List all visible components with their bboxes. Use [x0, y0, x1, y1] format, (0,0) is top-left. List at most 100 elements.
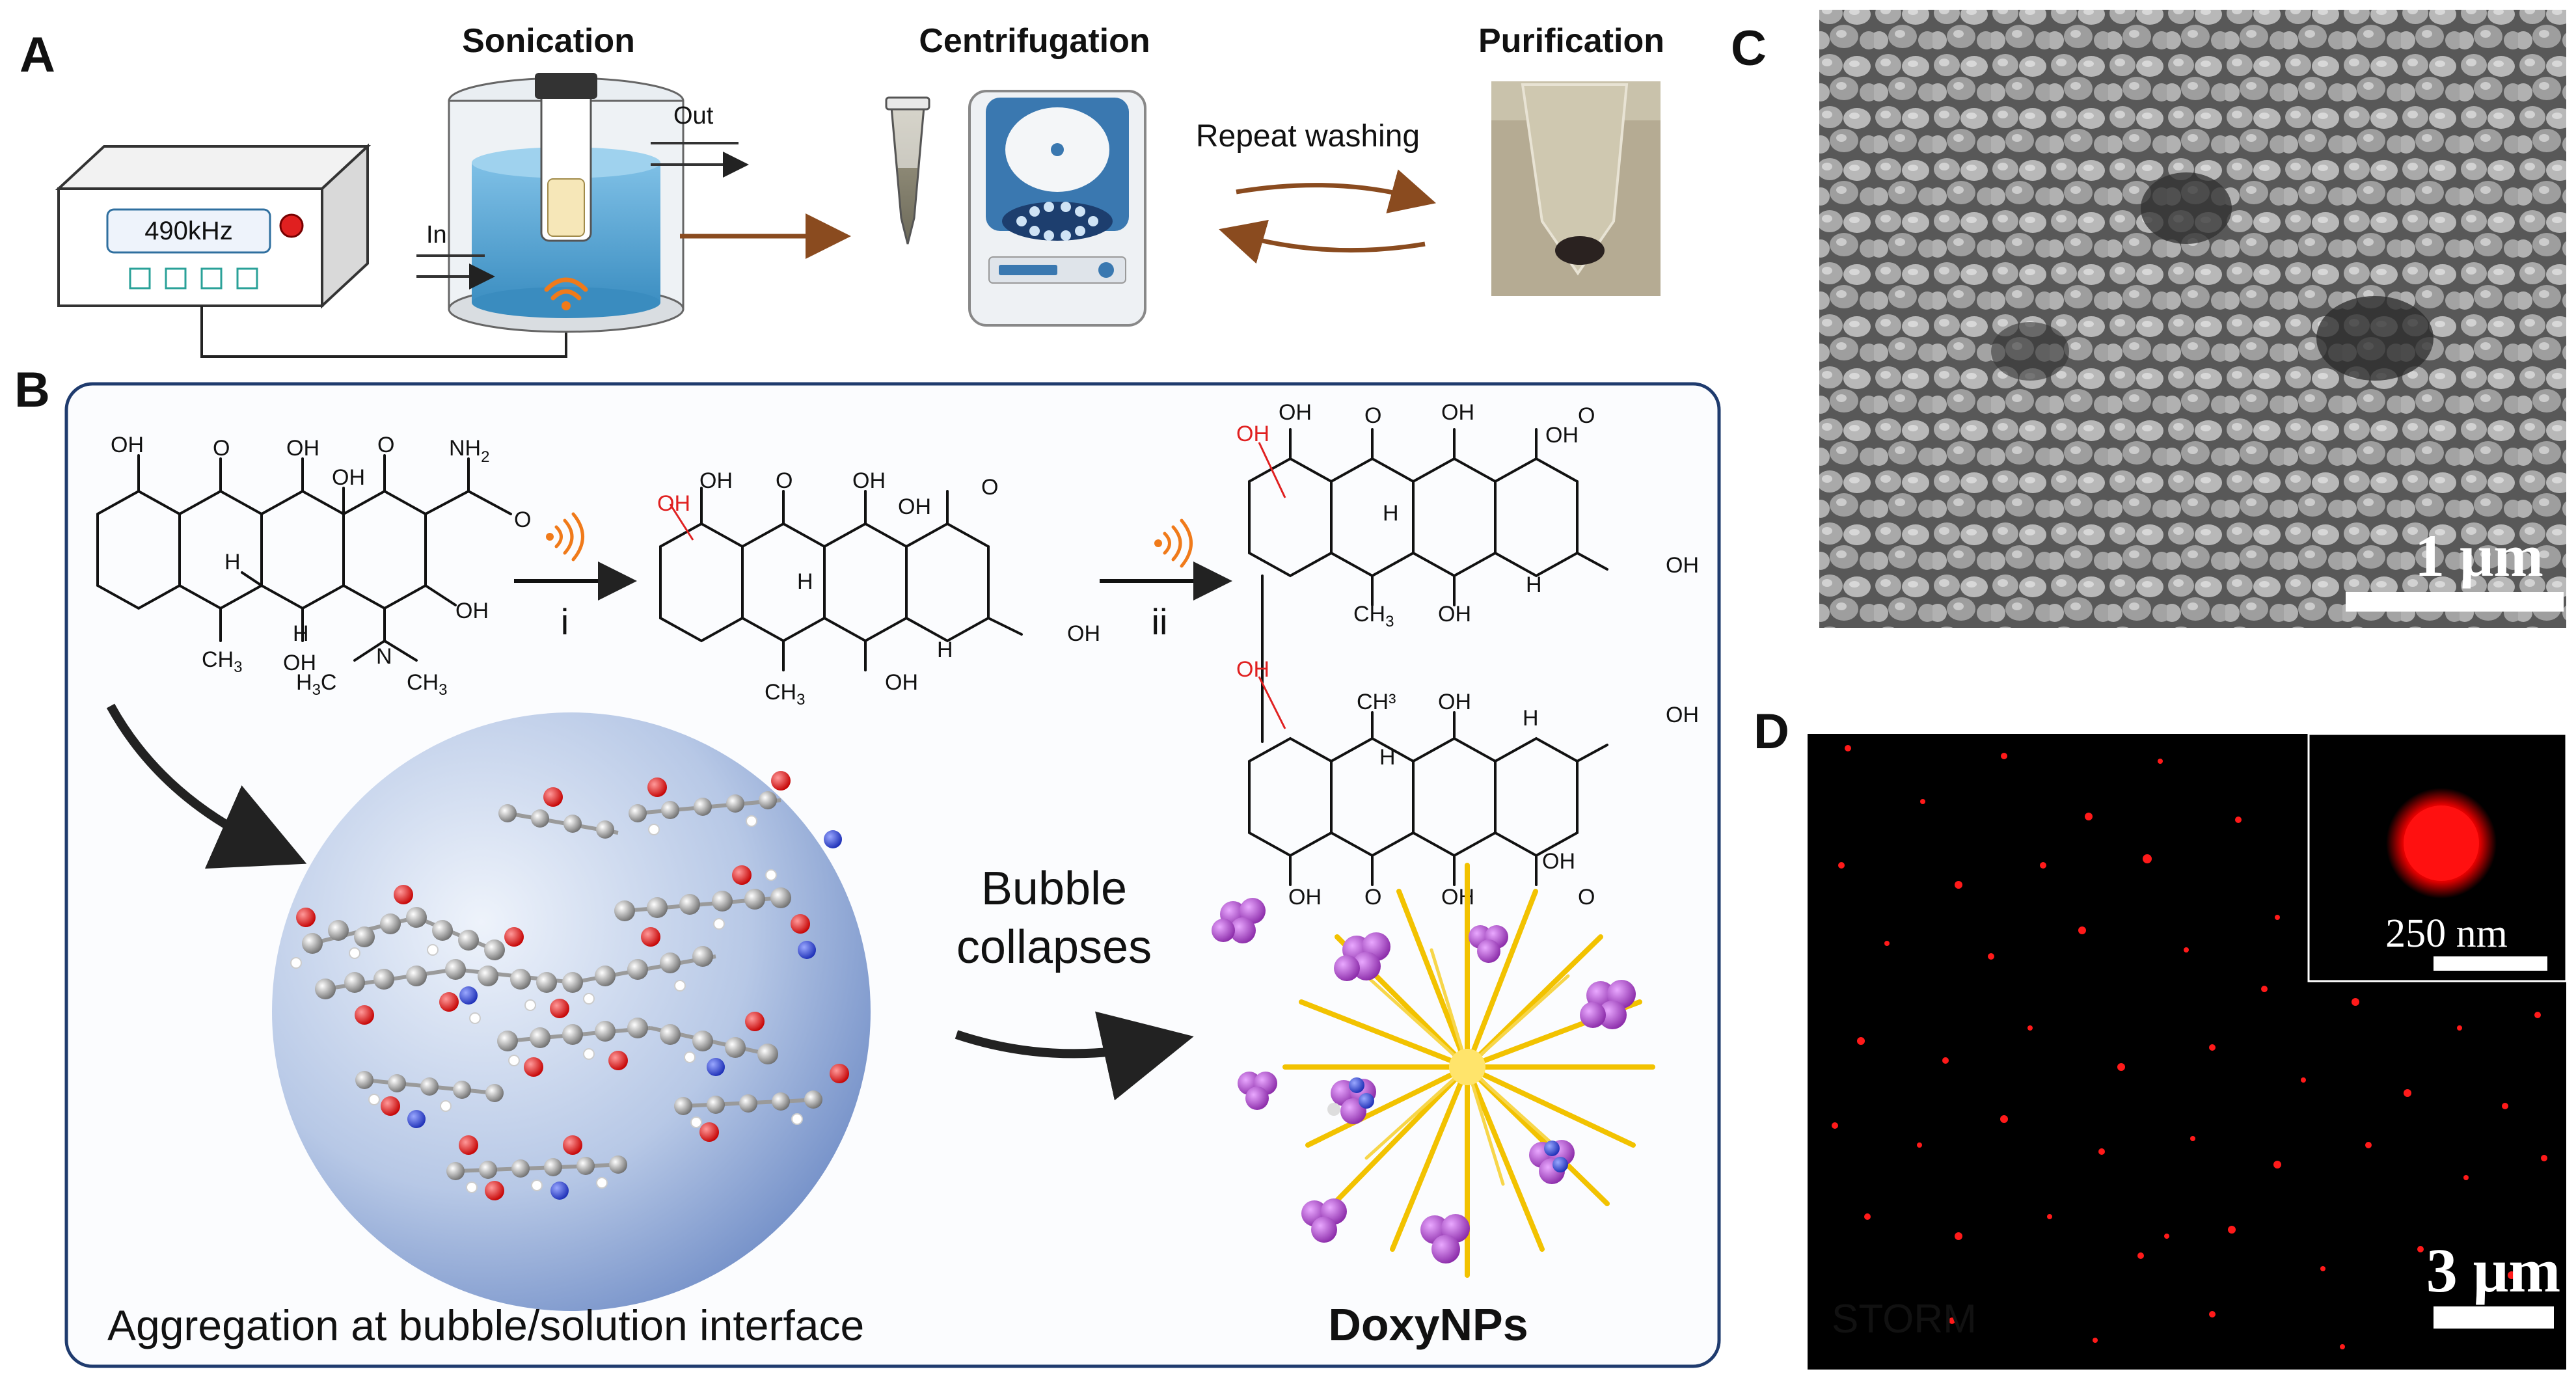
storm-inset-scale-bar [2434, 956, 2547, 971]
step-title-centrifugation: Centrifugation [919, 22, 1150, 60]
chem-oh-red-1: OH [657, 491, 690, 516]
chem-oh-20: OH [1542, 849, 1575, 874]
chem-nh2: NH2 [449, 436, 489, 466]
bubble-collapses-line2: collapses [956, 921, 1152, 973]
molecule-dimer: OH OH O OH OH O OH H H CH3 OH OH CH³ OH … [1236, 400, 1699, 910]
chem-oh-11: OH [1279, 400, 1312, 425]
chem-o-4: O [776, 468, 793, 493]
step-title-purification: Purification [1478, 22, 1664, 60]
centrifuge [885, 90, 1146, 327]
chem-oh-12: OH [1441, 400, 1474, 425]
arrow-repeat-forward [1236, 169, 1437, 213]
storm-method-label: STORM [1832, 1297, 1977, 1342]
arrow-to-aggregation [106, 703, 307, 869]
molecule-intermediate: OH OH O OH OH O OH H H CH3 OH [657, 468, 1100, 709]
chem-nh2-text: NH [449, 436, 481, 461]
chem-h-3: H [797, 569, 813, 594]
chem-o-6: O [1364, 403, 1381, 428]
chem-ch3-2: CH3 [407, 670, 447, 699]
chem-o-3: O [514, 507, 531, 532]
chem-ch3-4-sub: 3 [1385, 613, 1394, 630]
molecule-doxycycline: OH O OH OH O NH2 O OH H H CH3 OH N H3C C… [96, 433, 531, 699]
repeat-washing-label: Repeat washing [1196, 119, 1420, 154]
step-title-sonication: Sonication [462, 22, 635, 60]
chem-oh-18: OH [1288, 885, 1322, 910]
nanoparticle-cluster [1238, 1072, 1277, 1110]
panel-label-a: A [20, 27, 55, 83]
nanoparticle-cluster [1212, 898, 1266, 943]
chem-ch3-3-sub: 3 [796, 691, 805, 709]
sem-scale-bar [2346, 592, 2564, 612]
chem-h3c-h: H [296, 670, 312, 695]
sonication-vessel [448, 73, 685, 333]
chem-h-7: H [1523, 706, 1539, 731]
chem-h3c: H3C [296, 670, 336, 699]
chem-n: N [376, 644, 392, 669]
purification-photo [1491, 81, 1661, 296]
chem-h-8: H [1379, 745, 1396, 770]
ultrasound-wave-icon [544, 277, 588, 301]
chem-oh-7: OH [852, 468, 886, 493]
chem-oh-6: OH [699, 468, 733, 493]
chem-o-1: O [213, 436, 230, 461]
panel-label-d: D [1754, 704, 1789, 759]
chem-ch3-1: CH3 [202, 647, 242, 676]
chem-ch3-3-text: CH [765, 680, 796, 705]
chem-oh-red-3: OH [1236, 657, 1269, 682]
chem-ch3-4: CH3 [1353, 602, 1394, 630]
frequency-display-text: 490kHz [144, 217, 233, 245]
nanoparticle-cluster [1469, 925, 1508, 963]
step-ii-label: ii [1152, 601, 1168, 642]
chem-oh-15: OH [1438, 602, 1471, 627]
storm-scale-label: 3 μm [2426, 1236, 2560, 1305]
chem-h-1: H [224, 550, 241, 574]
chem-oh-14: OH [1666, 553, 1699, 578]
chem-oh-3: OH [332, 465, 365, 490]
chem-oh-2: OH [286, 436, 319, 461]
chem-ch3-4-text: CH [1353, 602, 1385, 627]
chem-o-2: O [377, 433, 394, 457]
chem-h-6: H [1526, 573, 1542, 597]
step-i-label: i [561, 601, 569, 642]
chem-o-8: O [1364, 885, 1381, 910]
chem-oh-5: OH [283, 651, 316, 675]
chem-nh2-sub: 2 [481, 448, 489, 466]
chem-h3c-c: C [321, 670, 337, 695]
chem-oh-9: OH [1067, 621, 1100, 646]
panel-label-c: C [1731, 21, 1767, 76]
nanoparticle-cluster [1420, 1214, 1470, 1263]
chem-ch3-2-sub: 3 [439, 681, 447, 699]
arrow-repeat-back [1219, 219, 1426, 264]
chem-oh-10: OH [885, 670, 918, 695]
arrow-bubble-collapses [955, 1011, 1194, 1101]
storm-image [1808, 733, 2568, 1370]
chem-o-5: O [981, 475, 998, 500]
chem-h-2: H [293, 621, 309, 646]
nanoparticle-cluster [1580, 980, 1636, 1029]
sem-scale-label: 1 μm [2415, 522, 2543, 589]
sem-image [1819, 10, 2566, 628]
chem-h-5: H [1383, 501, 1399, 526]
storm-inset-scale-label: 250 nm [2385, 912, 2508, 956]
ultrasound-icon-i [554, 512, 584, 561]
chem-o-9: O [1578, 885, 1595, 910]
chem-oh-4: OH [455, 599, 489, 623]
doxynps-burst [1212, 863, 1655, 1278]
chem-h3c-sub: 3 [312, 681, 321, 699]
chem-oh-16: OH [1438, 690, 1471, 714]
chem-ch3-3: CH3 [765, 680, 805, 709]
chem-ch3-alt: CH³ [1357, 690, 1396, 714]
chem-oh-8: OH [898, 494, 931, 519]
nanoparticle-cluster [1301, 1198, 1347, 1243]
chem-ch3-1-text: CH [202, 647, 234, 672]
flow-out-label: Out [673, 102, 714, 129]
chem-o-7: O [1578, 403, 1595, 428]
chem-h-4: H [937, 638, 953, 662]
bubble-aggregate [272, 712, 871, 1311]
doxynps-label: DoxyNPs [1328, 1299, 1528, 1350]
bubble-collapses-line1: Bubble [981, 863, 1127, 915]
frequency-display [106, 208, 271, 254]
chem-oh-1: OH [111, 433, 144, 457]
chem-oh-17: OH [1666, 703, 1699, 727]
